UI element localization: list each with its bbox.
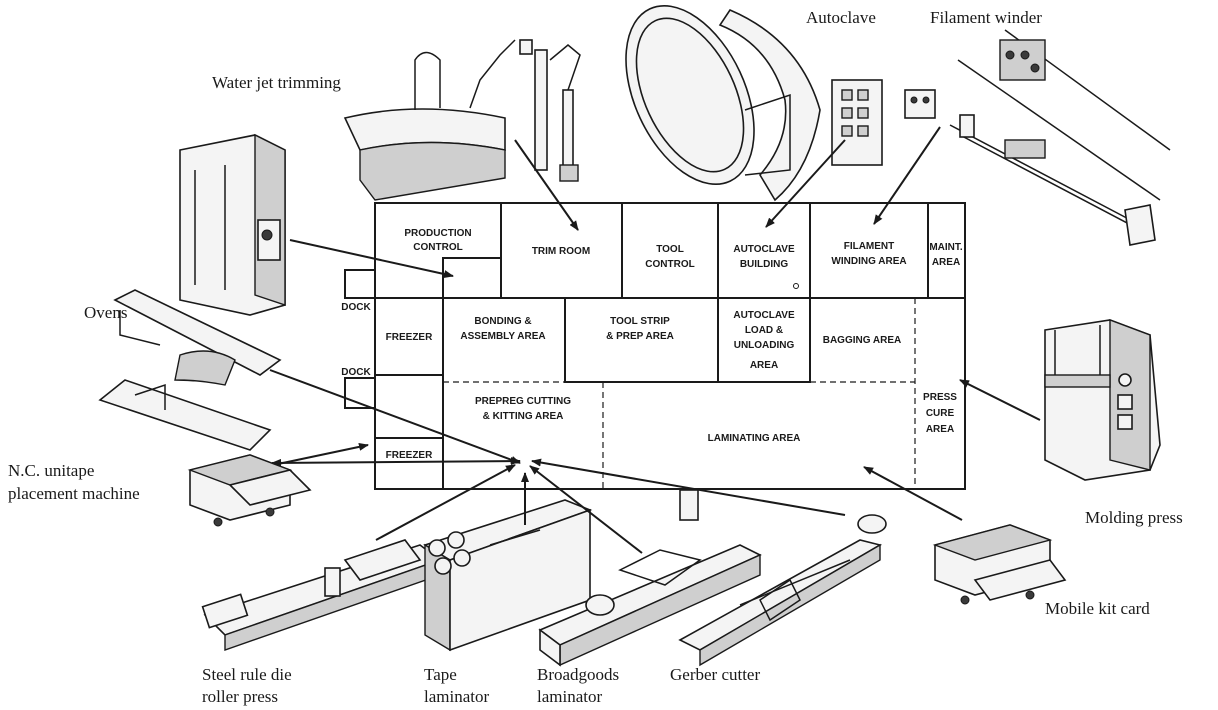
room-production-control-line2: CONTROL bbox=[413, 242, 462, 253]
room-autoclave-building-line1: AUTOCLAVE bbox=[733, 244, 795, 255]
water-jet-trimming-illustration bbox=[345, 40, 580, 200]
room-laminating: LAMINATING AREA bbox=[708, 433, 801, 444]
room-tool-strip-line1: TOOL STRIP bbox=[610, 316, 670, 327]
room-freezer-top: FREEZER bbox=[386, 332, 433, 343]
steel-rule-press-illustration bbox=[203, 540, 440, 650]
room-maint-line1: MAINT. bbox=[929, 242, 963, 253]
room-filament-winding-line2: WINDING AREA bbox=[831, 256, 906, 267]
ovens-illustration bbox=[180, 135, 285, 315]
room-press-cure-line2: CURE bbox=[926, 408, 955, 419]
arrow-kit-card-to-laminating bbox=[864, 467, 962, 520]
arrow-kitting-to-unitape bbox=[278, 445, 368, 464]
room-autoclave-building-line2: BUILDING bbox=[740, 259, 789, 270]
label-gerber-cutter: Gerber cutter bbox=[670, 665, 760, 684]
room-trim-room: TRIM ROOM bbox=[532, 246, 590, 257]
room-press-cure-line1: PRESS bbox=[923, 392, 957, 403]
room-press-cure-line3: AREA bbox=[926, 424, 954, 435]
label-broadgoods-line1: Broadgoods bbox=[537, 665, 619, 684]
label-water-jet-trimming: Water jet trimming bbox=[212, 73, 341, 92]
room-dock-bottom: DOCK bbox=[341, 367, 371, 378]
room-maint-line2: AREA bbox=[932, 257, 960, 268]
room-production-control-line1: PRODUCTION bbox=[404, 228, 471, 239]
mobile-kit-card-illustration bbox=[935, 525, 1065, 604]
label-nc-unitape-line2: placement machine bbox=[8, 484, 140, 503]
room-freezer-bottom: FREEZER bbox=[386, 450, 433, 461]
label-broadgoods-line2: laminator bbox=[537, 687, 602, 706]
arrow-molding-press-to-press-cure bbox=[960, 380, 1040, 420]
label-autoclave: Autoclave bbox=[806, 8, 876, 27]
room-bonding-line2: ASSEMBLY AREA bbox=[460, 331, 545, 342]
room-tool-strip-line2: & PREP AREA bbox=[606, 331, 674, 342]
room-autoclave-load-line1: AUTOCLAVE bbox=[733, 310, 795, 321]
room-prepreg-line2: & KITTING AREA bbox=[483, 411, 564, 422]
label-tape-laminator-line2: laminator bbox=[424, 687, 489, 706]
room-bonding-line1: BONDING & bbox=[474, 316, 531, 327]
room-dock-top: DOCK bbox=[341, 302, 371, 313]
nc-unitape-illustration bbox=[190, 455, 310, 526]
arrow-unitape-kitting bbox=[272, 461, 520, 463]
label-steel-rule-line2: roller press bbox=[202, 687, 278, 706]
filament-winder-illustration bbox=[905, 30, 1170, 245]
molding-press-illustration bbox=[1045, 320, 1160, 480]
room-tool-control-line2: CONTROL bbox=[645, 259, 694, 270]
label-mobile-kit-card: Mobile kit card bbox=[1045, 599, 1150, 618]
room-autoclave-load-line4: AREA bbox=[750, 360, 778, 371]
autoclave-illustration bbox=[600, 0, 882, 204]
label-molding-press: Molding press bbox=[1085, 508, 1183, 527]
room-autoclave-load-line3: UNLOADING bbox=[734, 340, 795, 351]
label-filament-winder: Filament winder bbox=[930, 8, 1042, 27]
room-tool-control-line1: TOOL bbox=[656, 244, 684, 255]
label-ovens: Ovens bbox=[84, 303, 127, 322]
room-bagging: BAGGING AREA bbox=[823, 335, 902, 346]
arrow-filament-winder-to-area bbox=[874, 127, 940, 224]
room-autoclave-load-line2: LOAD & bbox=[745, 325, 783, 336]
room-prepreg-line1: PREPREG CUTTING bbox=[475, 396, 571, 407]
label-nc-unitape-line1: N.C. unitape bbox=[8, 461, 94, 480]
floor-plan: PRODUCTION CONTROL TRIM ROOM TOOL CONTRO… bbox=[341, 203, 965, 489]
label-tape-laminator-line1: Tape bbox=[424, 665, 457, 684]
label-steel-rule-line1: Steel rule die bbox=[202, 665, 292, 684]
room-filament-winding-line1: FILAMENT bbox=[844, 241, 895, 252]
